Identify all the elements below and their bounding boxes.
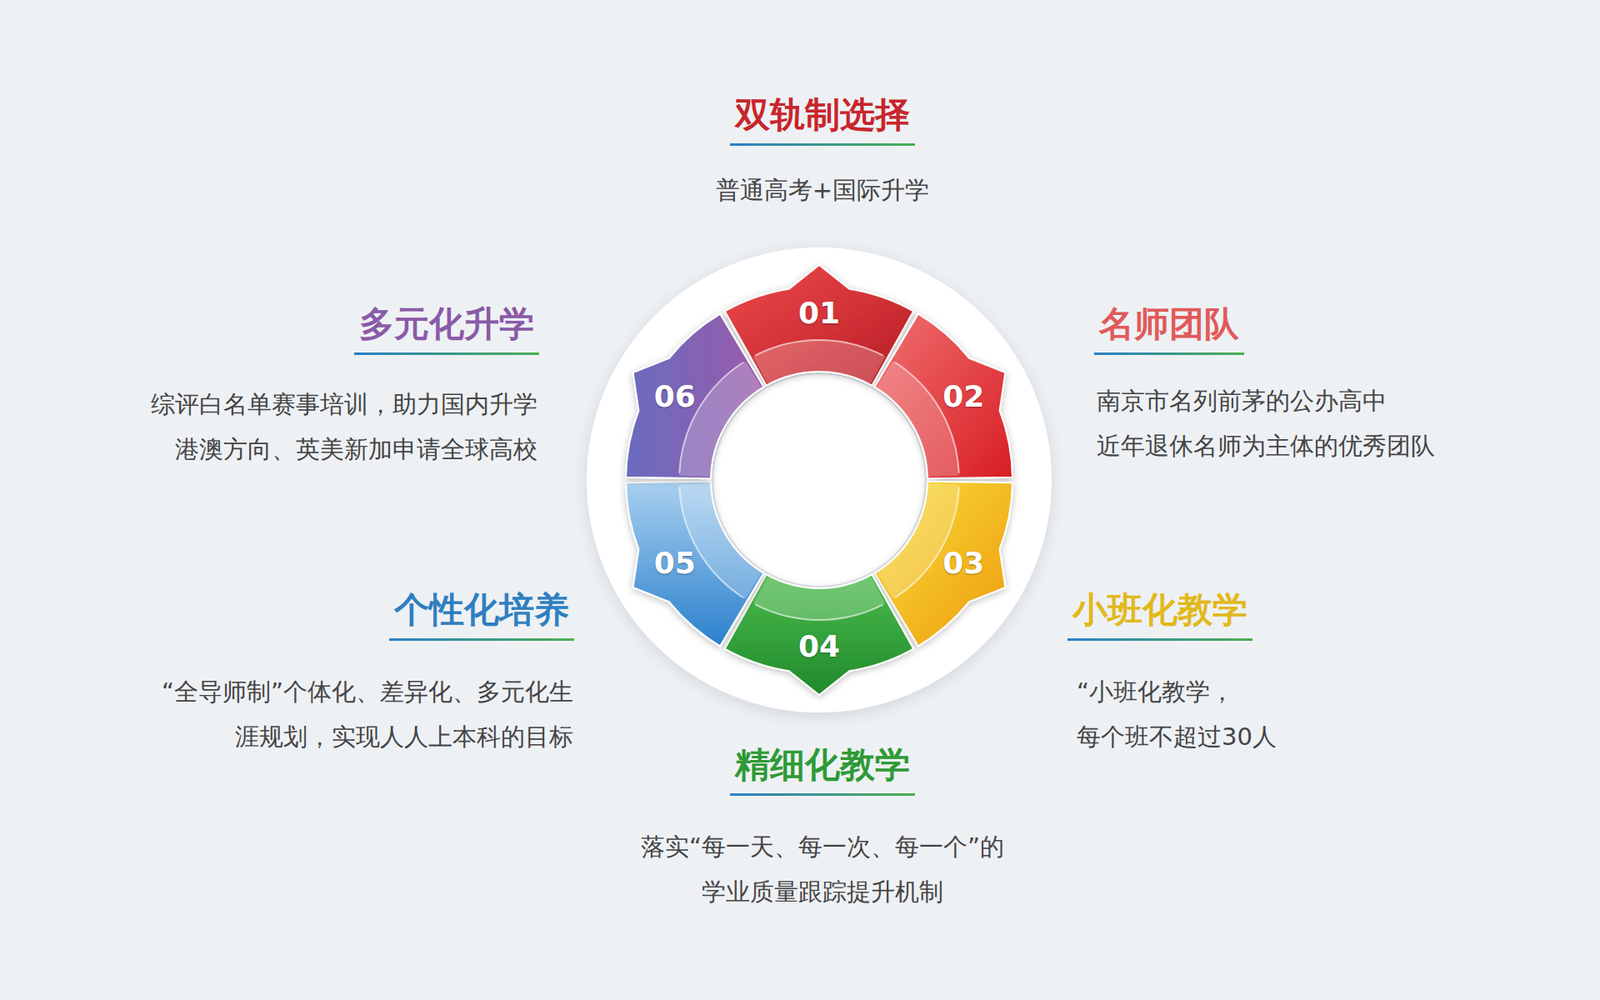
segment-highlight [679,483,762,600]
feature-heading-box: 名师团队 [1094,300,1245,355]
feature-heading: 双轨制选择 [730,91,915,146]
feature-description: “全导师制”个体化、差异化、多元化生 涯规划，实现人人上本科的目标 [78,669,575,760]
segment-highlight [876,483,960,600]
segment-fold-line [895,362,960,474]
feature-description: 综评白名单赛事培训，助力国内升学 港澳方向、英美新加申请全球高校 [90,381,539,472]
feature-heading: 精细化教学 [730,741,915,796]
segment-fill [725,574,914,695]
feature-heading-box: 多元化升学 [354,300,540,355]
segment-fold-line [755,340,884,356]
segment-fold-line [679,486,744,598]
feature-heading: 小班化教学 [1067,586,1253,641]
ring-segment: 05 [610,271,1028,689]
segment-fill [625,481,764,646]
segment-fill [625,314,764,479]
feature-heading-box: 小班化教学 [1067,586,1253,641]
ring-segment: 06 [610,271,1028,689]
ring-segment: 04 [610,271,1028,689]
segment-fold-line [755,604,884,620]
segment-fill [875,314,1013,479]
feature-text-box: 综评白名单赛事培训，助力国内升学 港澳方向、英美新加申请全球高校 [90,381,539,472]
feature-heading: 个性化培养 [389,586,575,641]
ring-disc [586,247,1052,713]
segment-highlight [679,360,762,477]
segment-highlight [876,360,960,477]
segment-fill [725,265,914,386]
callout-number: 02 [942,381,985,412]
feature-text-box: “全导师制”个体化、差异化、多元化生 涯规划，实现人人上本科的目标 [78,669,575,760]
segment-highlight [753,340,886,385]
ring-hole [712,373,926,587]
callout-number: 04 [798,631,840,662]
segment-highlight [753,575,886,620]
callout-number: 06 [654,381,696,412]
feature-text-box: 南京市名列前茅的公办高中 近年退休名师为主体的优秀团队 [1096,378,1472,469]
feature-heading: 名师团队 [1094,300,1245,355]
feature-description: 落实“每一天、每一次、每一个”的 学业质量跟踪提升机制 [605,824,1040,915]
feature-heading: 多元化升学 [354,300,540,355]
segment-fold-line [895,486,960,598]
segment-fold-line [679,362,744,474]
feature-heading-box: 精细化教学 [730,741,915,796]
feature-text-box: “小班化教学， 每个班不超过30人 [1076,669,1331,760]
feature-description: 普通高考+国际升学 [580,167,1065,213]
segment-shape [610,271,1028,689]
segment-shape [610,271,1028,689]
callout-number: 03 [942,548,985,579]
feature-heading-box: 双轨制选择 [730,91,915,146]
feature-description: “小班化教学， 每个班不超过30人 [1076,669,1331,760]
callout-number: 05 [654,548,696,579]
segment-shape [610,271,1028,689]
callout-number: 01 [798,298,840,329]
feature-heading-box: 个性化培养 [389,586,575,641]
feature-description: 南京市名列前茅的公办高中 近年退休名师为主体的优秀团队 [1096,378,1472,469]
feature-text-box: 普通高考+国际升学 [580,167,1065,213]
feature-text-box: 落实“每一天、每一次、每一个”的 学业质量跟踪提升机制 [605,824,1040,915]
